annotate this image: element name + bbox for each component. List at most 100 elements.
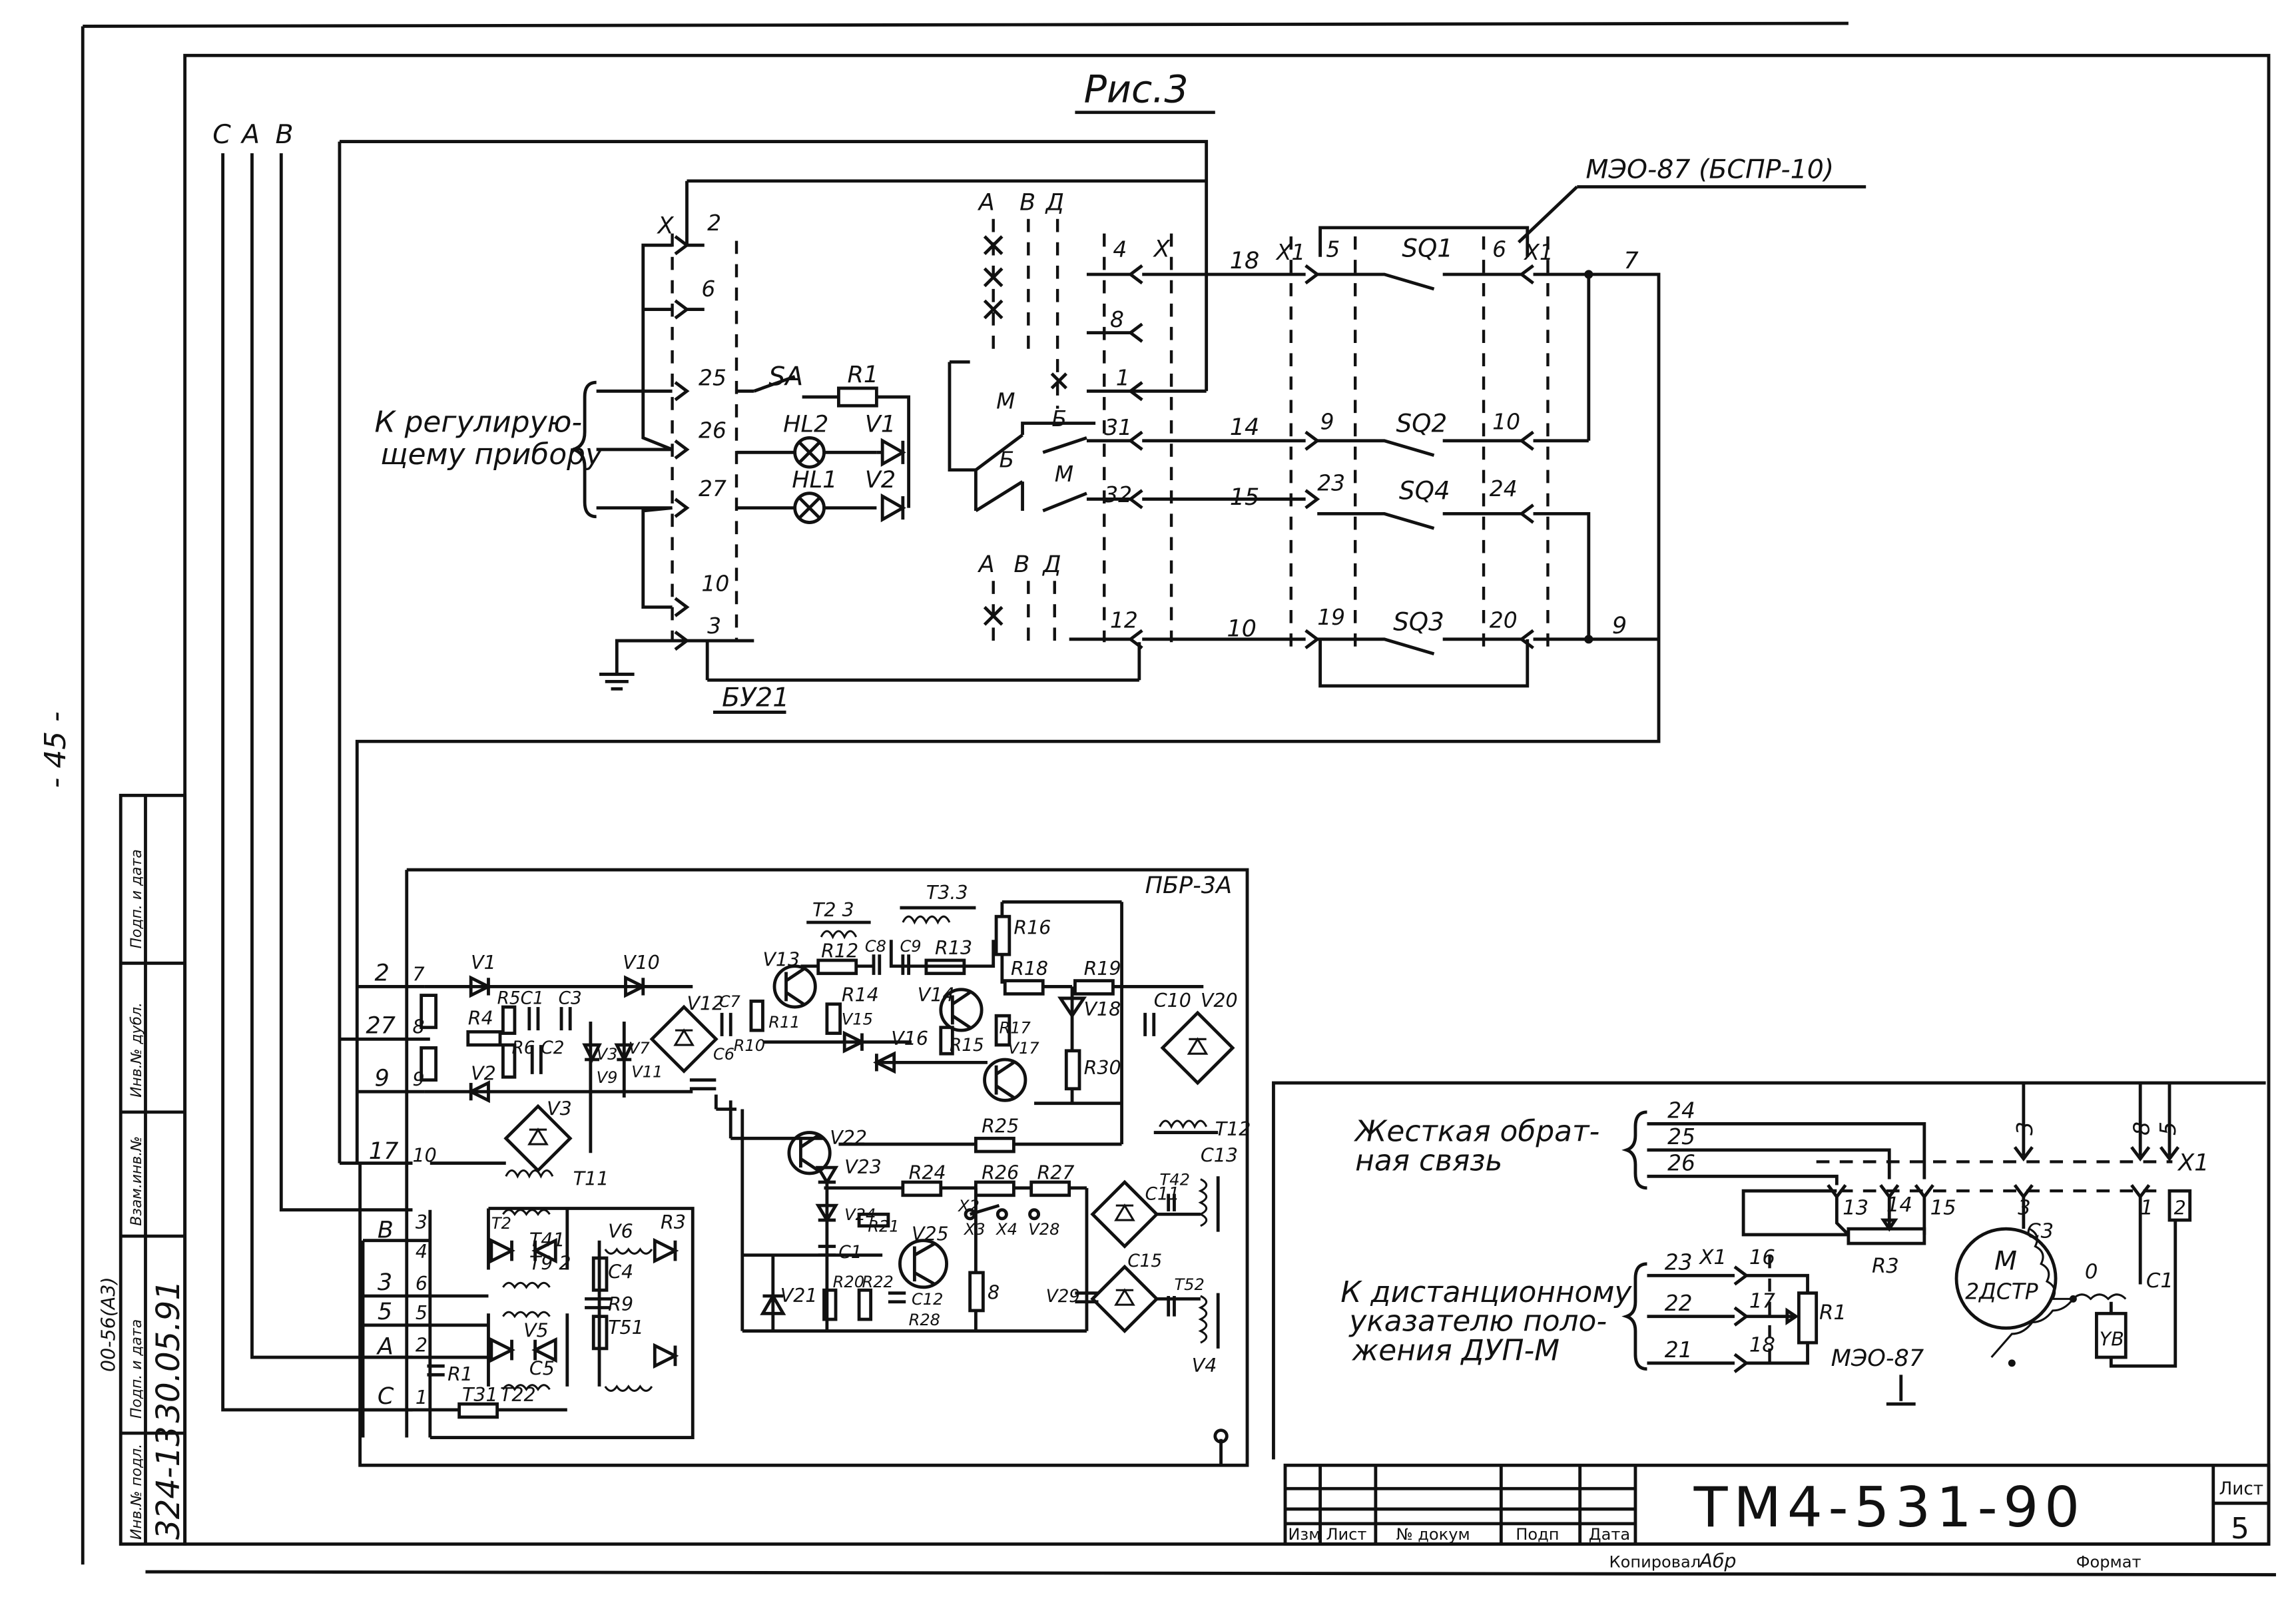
regulator-caption-line2: щему прибору: [380, 438, 603, 472]
board-t51: V5: [523, 1319, 549, 1341]
phase-inner-6: 6: [416, 1273, 428, 1295]
board-t31: T22: [500, 1384, 536, 1406]
motor-term-c1: С1: [2146, 1269, 2173, 1293]
board-r22: R22: [862, 1273, 893, 1291]
board-term-2: 2: [375, 960, 390, 987]
fb-top-5: 5: [2155, 1121, 2181, 1135]
bu21-pin-2: 2: [707, 210, 721, 236]
x1-pin-5: 5: [1326, 236, 1340, 262]
bus-bottom-a: А: [978, 551, 995, 578]
board-v3-small: V3: [597, 1045, 618, 1064]
remote-caption-line3: жения ДУП-М: [1352, 1333, 1560, 1367]
board-r25: R25: [982, 1116, 1019, 1137]
board-r13: R13: [935, 937, 972, 959]
margin-page-note: - 45 -: [39, 711, 73, 788]
board-r17: R17: [999, 1019, 1031, 1038]
motor-term-c3: С3: [2026, 1219, 2054, 1243]
board-inner-7: 7: [413, 964, 425, 986]
bus-top-a: А: [978, 189, 995, 216]
meo87-limit-switches: МЭО-87 (БСПР-10) X1 X1 5 9 23 19 6 10 24…: [355, 154, 1866, 1163]
bu21-right-header: X: [1153, 236, 1171, 263]
board-r15: R15: [950, 1036, 984, 1056]
x1-pin-24: 24: [1490, 476, 1518, 501]
board-v3-bridge: V3: [547, 1098, 572, 1120]
board-c11: T42: [1160, 1170, 1190, 1189]
stamp-code-number: 324-13: [150, 1426, 187, 1540]
sq3-label: SQ3: [1393, 607, 1444, 637]
pbr3a-label: ПБР-3А: [1145, 872, 1232, 899]
x1-right-header: X1: [1523, 239, 1553, 265]
stamp-label-replace-inv: Взам.инв.№: [129, 1136, 145, 1226]
sq2-label: SQ2: [1396, 409, 1448, 438]
board-c10: C10: [1154, 990, 1191, 1012]
phase-label-c: С: [212, 119, 231, 150]
board-r14: R14: [842, 984, 879, 1006]
board-v18: V18: [1084, 998, 1121, 1020]
board-v6: R3: [661, 1211, 686, 1233]
x1-pin-10: 10: [1492, 408, 1520, 434]
board-v21: V21: [780, 1285, 818, 1307]
x1-pin-23: 23: [1317, 470, 1345, 495]
tb-header-date: Дата: [1589, 1525, 1630, 1544]
board-c7: C7: [719, 992, 741, 1011]
bus-top-b: В: [1019, 189, 1035, 216]
board-r10: R10: [734, 1036, 765, 1055]
tb-sheet-label: Лист: [2219, 1479, 2264, 1499]
phase-bus: С А В: [212, 119, 1209, 1412]
bu21-rpin-4: 4: [1113, 236, 1127, 262]
tb-header-change: Изм: [1288, 1525, 1320, 1544]
fb-conn-x1: X1: [2177, 1149, 2209, 1177]
board-v12: V12: [687, 992, 724, 1014]
pbr3a-board: ПБР-3А 2 27 9 17 7 8 9 10 V1 V10 V2 R4: [339, 868, 1251, 1467]
relay-letter-m-bottom: М: [1055, 461, 1073, 487]
board-r23: C12: [912, 1290, 943, 1309]
feedback-motor-block: Жесткая обрат- ная связь 24 25 26 13 14 …: [1272, 1081, 2266, 1460]
bu21-pin-26: 26: [699, 417, 726, 443]
tb-header-sign: Подп: [1516, 1525, 1559, 1544]
board-r19: R19: [1084, 958, 1121, 980]
board-t12: T12: [1215, 1118, 1251, 1140]
bu21-label: БУ21: [722, 683, 789, 713]
board-v11: V11: [631, 1062, 663, 1081]
fb-conn-2: 2: [2174, 1197, 2186, 1219]
bu21-rpin-31: 31: [1104, 414, 1132, 440]
phase-term-3: 3: [378, 1269, 392, 1296]
board-x3: X4: [995, 1220, 1017, 1239]
board-term-9: 9: [375, 1064, 390, 1092]
fb-input-24: 24: [1667, 1098, 1695, 1123]
tb-header-docnum: № докум: [1396, 1525, 1470, 1544]
board-t42: C13: [1201, 1144, 1238, 1166]
stamp-code-format: 00-56(А3): [97, 1277, 119, 1372]
x1-pin-9: 9: [1320, 408, 1334, 434]
remote-pot-r1: R1: [1819, 1301, 1847, 1325]
remote-pin-16: 16: [1749, 1246, 1775, 1269]
board-x4: V28: [1028, 1220, 1059, 1239]
bu21-block: X 2 6 25 26 27 10 3: [375, 179, 1207, 714]
board-c3: C3: [559, 989, 582, 1009]
x1-left-header: X1: [1275, 239, 1305, 265]
board-x2: X3: [963, 1220, 986, 1239]
phase-inner-1: 1: [416, 1387, 428, 1409]
bu21-pin-6: 6: [701, 276, 715, 302]
fb-input-26: 26: [1667, 1150, 1695, 1176]
board-r11: R11: [768, 1013, 800, 1032]
fb-pin-15: 15: [1930, 1196, 1956, 1219]
bu21-rpin-8: 8: [1110, 306, 1124, 332]
board-r16: R16: [1013, 917, 1051, 939]
phase-inner-3: 3: [416, 1211, 428, 1233]
figure-title: Рис.3: [1075, 67, 1215, 115]
phase-inner-2: 2: [416, 1334, 428, 1356]
phase-term-c: С: [378, 1383, 394, 1410]
r1-top-label: R1: [848, 361, 879, 388]
phase-term-5: 5: [378, 1298, 392, 1325]
stamp-label-sign-date-top: Подп. и дата: [129, 849, 145, 948]
board-v2: V2: [471, 1063, 496, 1085]
board-v23: V23: [844, 1156, 882, 1178]
figure-title-text: Рис.3: [1084, 67, 1189, 111]
remote-pin-17: 17: [1749, 1290, 1776, 1313]
tb-sheet-number: 5: [2231, 1512, 2249, 1546]
stamp-label-inv-dup: Инв.№ дубл.: [129, 1002, 145, 1098]
feedback-caption-line1: Жесткая обрат-: [1353, 1115, 1599, 1149]
cable-14: 14: [1230, 414, 1260, 441]
